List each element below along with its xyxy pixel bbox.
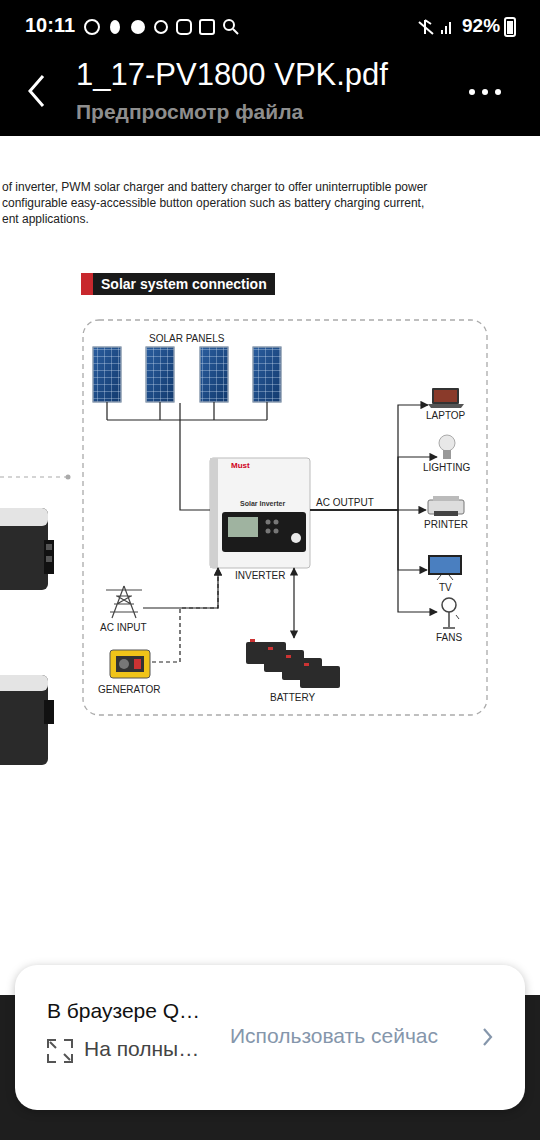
tv-node: TV — [427, 553, 463, 580]
lighting-node: LIGHTING — [437, 432, 457, 460]
heading-text: Solar system connection — [101, 276, 267, 292]
node-label: SOLAR PANELS — [149, 333, 224, 345]
device-text: Solar Inverter — [240, 500, 285, 508]
section-heading: Solar system connection — [93, 273, 275, 295]
connector — [143, 568, 218, 608]
battery-level: 92% — [462, 15, 500, 37]
node-label: GENERATOR — [98, 684, 160, 696]
node-label: BATTERY — [270, 692, 315, 704]
node-label: LAPTOP — [426, 410, 465, 422]
connector — [180, 403, 210, 510]
subtitle: Предпросмотр файла — [76, 100, 303, 124]
brand-logo: Must — [231, 461, 250, 470]
popup-text: На полны… — [84, 1037, 199, 1061]
body-text: configurable easy-accessible button oper… — [2, 197, 424, 211]
body-text: of inverter, PWM solar charger and batte… — [2, 181, 427, 195]
connector — [310, 510, 437, 612]
connector — [293, 568, 294, 638]
clock: 10:11 — [25, 14, 75, 37]
node-label: TV — [439, 582, 452, 594]
edge-label: AC OUTPUT — [315, 497, 375, 509]
generator-node: GENERATOR — [106, 646, 152, 682]
popup-button: Использовать сейчас — [230, 1024, 438, 1048]
connector — [152, 568, 218, 662]
node-label: PRINTER — [424, 519, 468, 531]
node-label: FANS — [436, 632, 462, 644]
solar-panels-node: SOLAR PANELS — [93, 347, 281, 403]
printer-node: PRINTER — [426, 494, 466, 517]
fans-node: FANS — [437, 596, 461, 630]
connector — [310, 510, 427, 570]
laptop-node: LAPTOP — [428, 386, 464, 408]
body-text: ent applications. — [2, 213, 89, 227]
battery-node: BATTERY — [244, 638, 342, 690]
ac-input-node: AC INPUT — [103, 584, 143, 620]
inverter-node: INVERTER — [210, 458, 310, 568]
connector — [310, 457, 437, 510]
node-label: AC INPUT — [100, 622, 147, 634]
popup-title: В браузере Q… — [47, 999, 200, 1023]
node-label: INVERTER — [235, 570, 285, 582]
node-label: LIGHTING — [423, 462, 470, 474]
file-name: 1_17-PV1800 VPK.pdf — [76, 57, 388, 93]
